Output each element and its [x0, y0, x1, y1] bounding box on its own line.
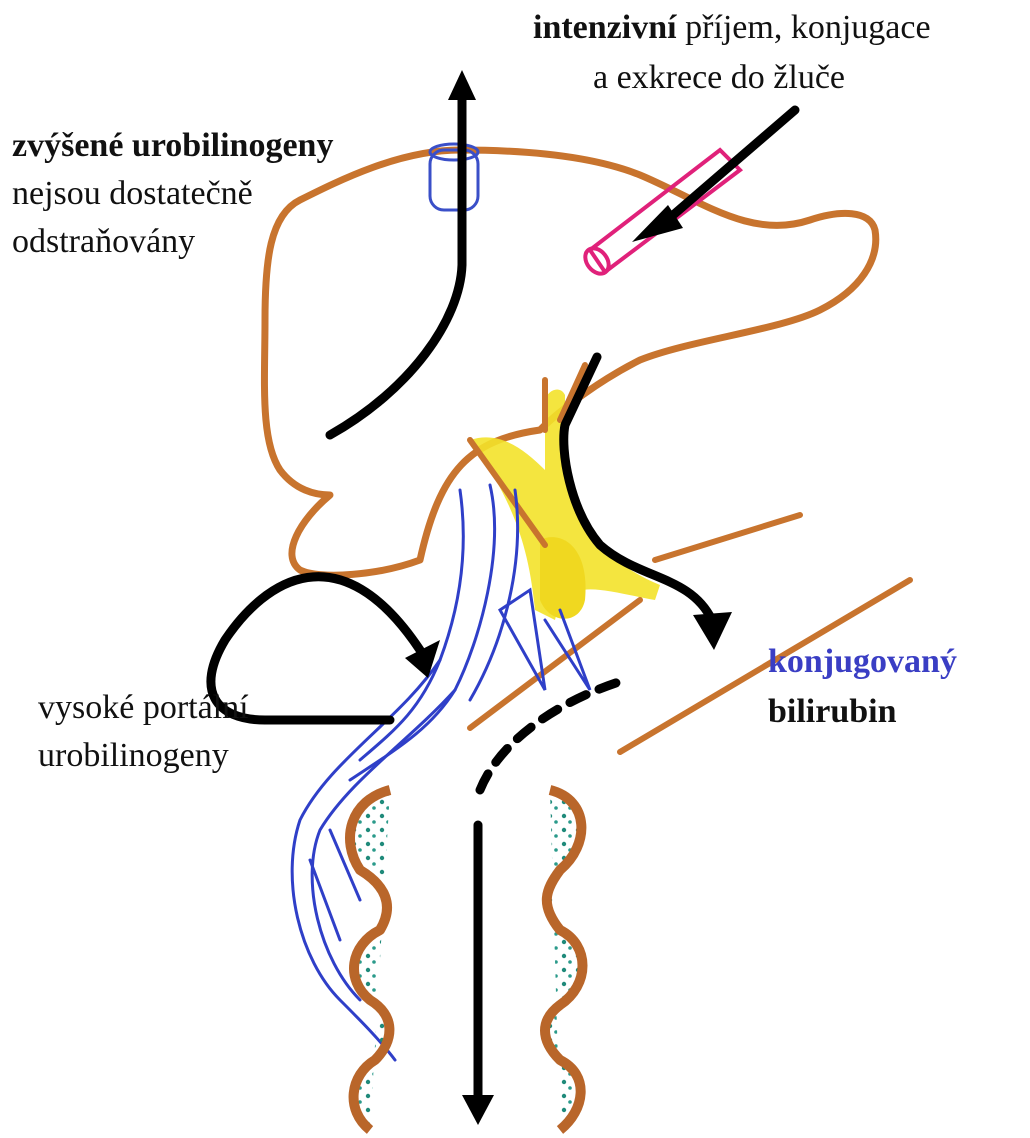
arrowhead-bile: [693, 612, 732, 650]
arrowhead-up: [448, 70, 476, 100]
arrowhead-down: [462, 1095, 494, 1125]
arrow-dashed: [480, 680, 625, 790]
label-urobilinogen-line3: odstraňovány: [12, 222, 195, 262]
label-intense-uptake-bold: intenzivní: [533, 9, 677, 46]
label-portal-line2: urobilinogeny: [38, 736, 229, 776]
label-bilirubin: bilirubin: [768, 692, 897, 732]
label-intense-uptake-line2: a exkrece do žluče: [593, 58, 845, 98]
label-intense-uptake-line1: intenzivní příjem, konjugace: [533, 8, 931, 48]
arrow-uptake: [665, 110, 795, 222]
flow-arrows: [211, 95, 795, 1100]
label-urobilinogen-line1: zvýšené urobilinogeny: [12, 126, 333, 166]
label-portal-line1: vysoké portální: [38, 688, 249, 728]
label-urobilinogen-line2: nejsou dostatečně: [12, 174, 253, 214]
label-conjugated: konjugovaný: [768, 642, 957, 682]
intestine-left-wall: [350, 790, 390, 1130]
intestine-right-wall: [545, 790, 583, 1130]
label-intense-uptake-rest: příjem, konjugace: [677, 9, 931, 46]
